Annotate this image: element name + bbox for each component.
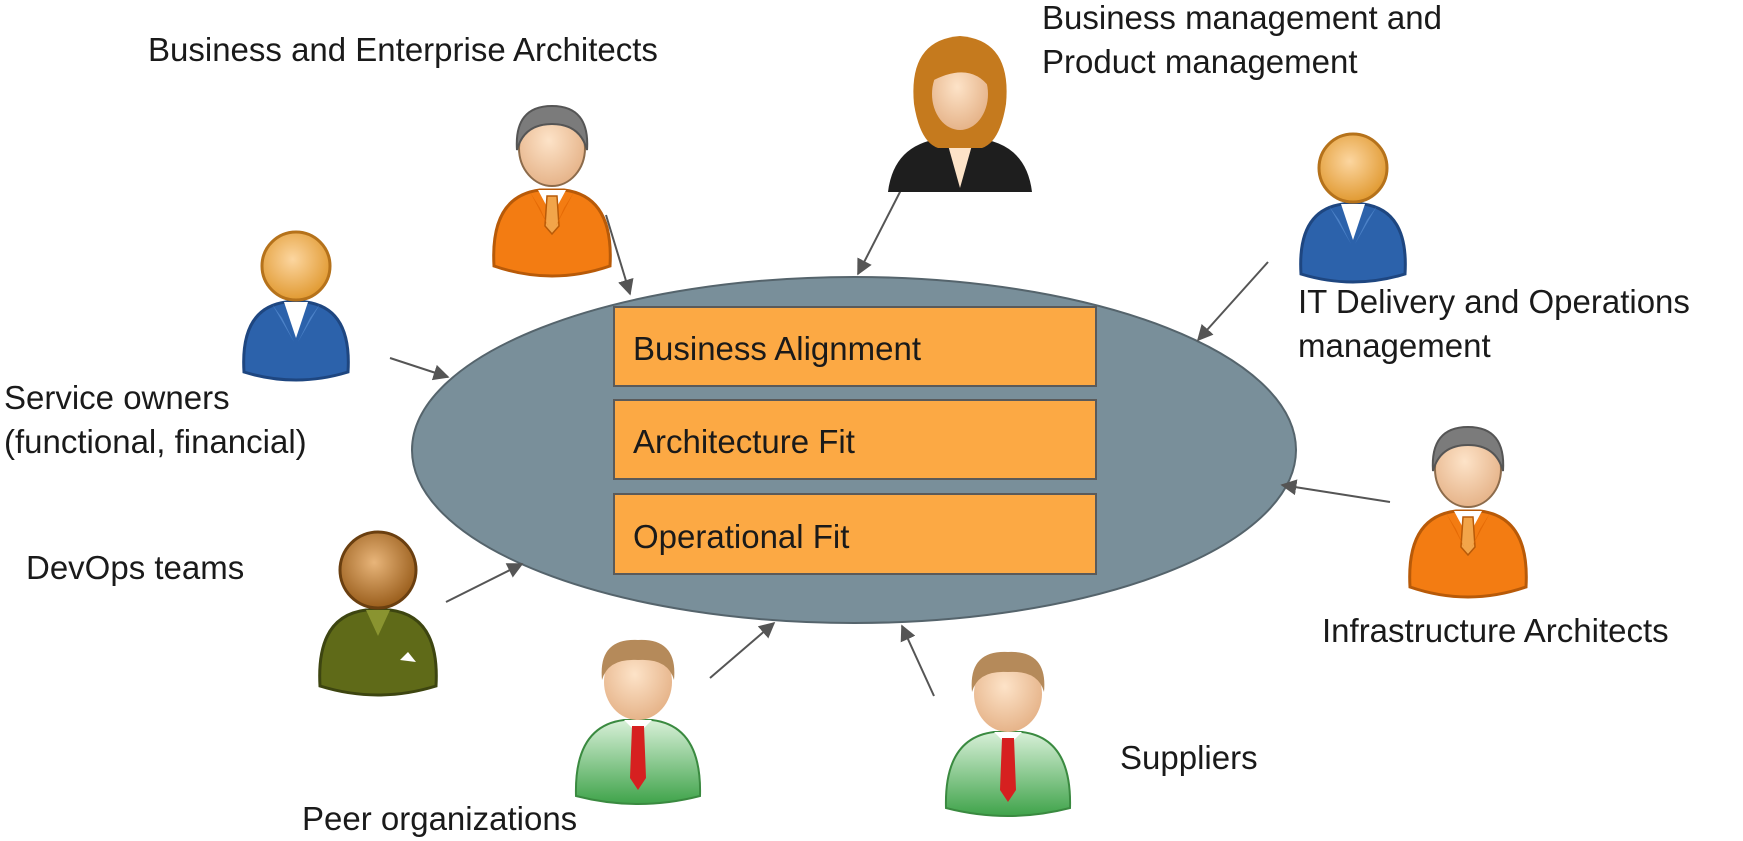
- arrow-devops-teams: [445, 563, 524, 603]
- arrow-suppliers: [900, 624, 935, 697]
- architect-person-icon: [492, 104, 612, 278]
- arrow-service-owners: [389, 357, 450, 381]
- arrow-infrastructure-architects: [1280, 479, 1391, 503]
- category-label: Business Alignment: [633, 330, 921, 367]
- category-label: Architecture Fit: [633, 423, 855, 460]
- blue-user-icon: [1299, 132, 1407, 284]
- olive-user-icon: [318, 530, 438, 697]
- label-infrastructure-architects: Infrastructure Architects: [1322, 612, 1669, 649]
- label-peer-organizations: Peer organizations: [302, 800, 578, 837]
- category-box-architecture-fit: Architecture Fit: [613, 399, 1097, 480]
- label-business-product-management: Business management and Product manageme…: [1042, 0, 1442, 80]
- label-business-enterprise-architects: Business and Enterprise Architects: [148, 31, 658, 68]
- category-box-business-alignment: Business Alignment: [613, 306, 1097, 387]
- label-devops-teams: DevOps teams: [26, 549, 245, 586]
- connector-arrows: [389, 187, 1391, 697]
- arrow-it-delivery-operations: [1196, 261, 1269, 342]
- label-service-owners: Service owners (functional, financial): [4, 379, 307, 460]
- architect-person-icon: [1408, 425, 1528, 599]
- arrow-peer-organizations: [709, 621, 776, 679]
- green-shirt-person-icon: [944, 650, 1072, 817]
- label-suppliers: Suppliers: [1120, 739, 1258, 776]
- label-it-delivery-operations: IT Delivery and Operations management: [1298, 283, 1690, 364]
- businesswoman-icon: [888, 36, 1032, 192]
- blue-user-icon: [242, 230, 350, 382]
- green-shirt-person-icon: [574, 638, 702, 805]
- category-box-operational-fit: Operational Fit: [613, 493, 1097, 575]
- arrow-business-product-management: [857, 187, 903, 276]
- arrow-business-enterprise-architects: [605, 214, 634, 296]
- category-label: Operational Fit: [633, 518, 849, 555]
